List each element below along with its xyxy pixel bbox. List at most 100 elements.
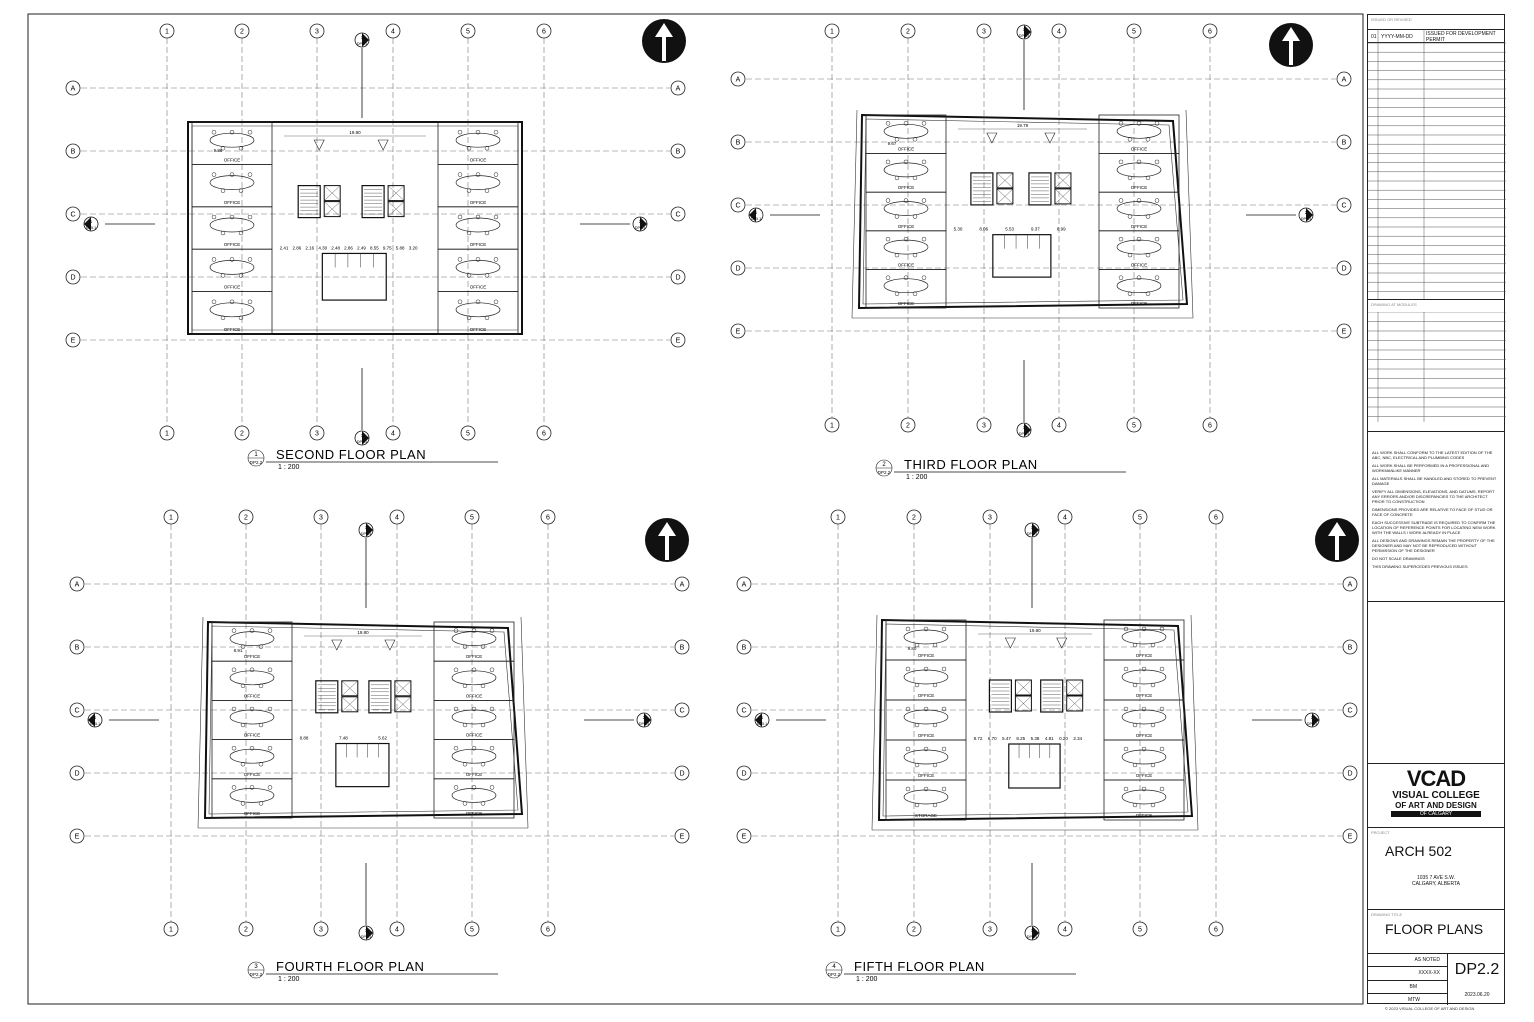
grid-bubble — [1336, 134, 1352, 150]
dimension-text: 5.62 — [378, 736, 387, 741]
office-chair — [471, 667, 477, 673]
office-chair — [231, 745, 237, 751]
revision-row: 01 YYYY-MM-DD ISSUED FOR DEVELOPMENT PER… — [1368, 29, 1504, 43]
office-chair — [220, 188, 226, 193]
office-chair — [240, 801, 246, 806]
grid-label: D — [679, 771, 684, 778]
office-chair — [1123, 746, 1129, 752]
grid-label: 6 — [542, 29, 546, 36]
office-chair — [903, 236, 909, 242]
room-label: OFFICE — [898, 262, 915, 267]
office-chair — [1145, 137, 1151, 142]
dimension-text: 8.91 — [234, 648, 243, 653]
section-arrow — [1024, 25, 1031, 39]
grid-label: A — [1342, 77, 1347, 84]
room-label: OFFICE — [1131, 147, 1148, 152]
revision-table: 01 YYYY-MM-DD ISSUED FOR DEVELOPMENT PER… — [1368, 29, 1506, 299]
grid-label: E — [736, 329, 741, 336]
revision-date: YYYY-MM-DD — [1381, 34, 1413, 40]
section-arrow — [1032, 523, 1039, 537]
section-number: 1 — [755, 210, 758, 215]
north-arrow-head — [1328, 522, 1346, 536]
room-label: OFFICE — [918, 733, 935, 738]
office-table — [903, 789, 949, 805]
office-chair — [258, 761, 264, 767]
building-outline — [877, 618, 1194, 822]
office-chair — [923, 786, 929, 792]
grid-bubble — [730, 134, 746, 150]
office-chair — [932, 762, 938, 768]
grid-label: 6 — [546, 515, 550, 522]
grid-bubble — [1202, 417, 1218, 433]
north-arrow-head — [658, 522, 676, 536]
grid-bubble — [460, 425, 476, 441]
grid-bubble — [389, 921, 405, 937]
office-chair — [1154, 121, 1160, 126]
grid-bubble — [674, 702, 690, 718]
office-chair — [1123, 666, 1129, 672]
office-table — [1121, 709, 1167, 725]
revision-caption: ISSUED OR REVISED — [1371, 17, 1412, 22]
grid-label: 6 — [542, 431, 546, 438]
dimension-text: 19.80 — [349, 130, 361, 135]
section-tag: DP5.1 — [757, 722, 768, 726]
grid-bubble — [736, 828, 752, 844]
washroom — [1008, 743, 1061, 789]
room-label: OFFICE — [918, 773, 935, 778]
dimension-text: 7.48 — [339, 736, 348, 741]
section-number: 1 — [94, 715, 97, 720]
office-table — [451, 709, 497, 725]
office-chair — [903, 275, 909, 280]
office-table — [1116, 123, 1162, 139]
view-number: 4 — [832, 964, 836, 970]
room-label: OFFICE — [244, 654, 261, 659]
grid-bubble — [234, 425, 250, 441]
room-label: OFFICE — [918, 653, 935, 658]
office-chair — [914, 682, 920, 688]
grid-bubble — [69, 828, 85, 844]
grid-label: 5 — [470, 515, 474, 522]
elevator — [1054, 172, 1072, 189]
room-label: OFFICE — [1136, 813, 1153, 818]
office-chair — [229, 129, 235, 135]
office-table — [209, 217, 255, 233]
plan-title: FOURTH FLOOR PLAN — [276, 959, 424, 974]
office-table — [209, 175, 255, 190]
grid-bubble — [1126, 23, 1142, 39]
room-label: OFFICE — [466, 733, 483, 738]
grid-bubble — [824, 23, 840, 39]
room-label: OFFICE — [1136, 693, 1153, 698]
office-chair — [267, 628, 273, 633]
grid-label: E — [75, 834, 80, 841]
office-chair — [1127, 214, 1133, 219]
office-chair — [905, 666, 911, 672]
drawing-title-block: DRAWING TITLE FLOOR PLANS — [1368, 910, 1504, 954]
office-chair — [493, 257, 499, 262]
dimension-text: 9.80 — [908, 646, 917, 651]
office-chair — [249, 667, 255, 673]
office-table — [1121, 749, 1167, 765]
office-chair — [912, 137, 918, 142]
section-arrow — [640, 217, 647, 231]
grid-label: B — [676, 149, 681, 156]
title-block: ISSUED OR REVISED 01 YYYY-MM-DD ISSUED F… — [1367, 14, 1506, 1005]
grid-bubble — [1342, 702, 1358, 718]
office-chair — [267, 785, 273, 790]
section-number: 1 — [365, 525, 368, 530]
meta-project-no: XXXX-XX — [1368, 967, 1447, 981]
meta-scale: AS NOTED — [1368, 954, 1447, 967]
grid-label: 3 — [988, 927, 992, 934]
office-chair — [462, 644, 468, 649]
building-outline — [187, 121, 523, 335]
grid-label: A — [75, 582, 80, 589]
grid-bubble — [830, 921, 846, 937]
grid-bubble — [69, 639, 85, 655]
plan-scale: 1 : 200 — [278, 976, 300, 983]
grid-label: 2 — [912, 927, 916, 934]
section-tag: DP5.1 — [751, 217, 762, 221]
dimension-text: 2.86 — [344, 245, 353, 250]
grid-bubble — [536, 23, 552, 39]
